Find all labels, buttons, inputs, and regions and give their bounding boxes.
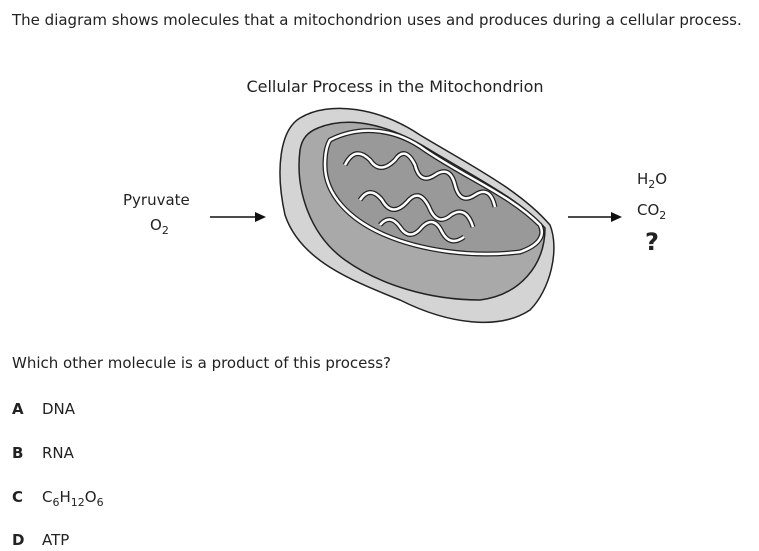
- c-subscript: 6: [52, 496, 60, 509]
- choice-text: RNA: [42, 444, 74, 462]
- co2-subscript: 2: [659, 209, 667, 222]
- o2-symbol: O: [150, 216, 162, 234]
- choice-letter: C: [12, 488, 24, 506]
- input-pyruvate: Pyruvate: [123, 191, 190, 209]
- co-symbol: CO: [637, 201, 660, 219]
- question-prompt: The diagram shows molecules that a mitoc…: [12, 11, 742, 29]
- o2-subscript: 2: [161, 224, 169, 237]
- choice-text: ATP: [42, 531, 70, 549]
- o-symbol: O: [84, 488, 97, 506]
- o-subscript: 6: [96, 496, 104, 509]
- input-o2: O2: [150, 216, 169, 237]
- question-text: Which other molecule is a product of thi…: [12, 354, 391, 372]
- output-arrow: [568, 212, 622, 222]
- choice-letter: A: [12, 400, 24, 418]
- diagram-title: Cellular Process in the Mitochondrion: [246, 77, 544, 96]
- unknown-product: ?: [645, 228, 659, 256]
- choice-a[interactable]: A DNA: [12, 400, 75, 418]
- output-co2: CO2: [637, 201, 667, 222]
- input-arrow: [210, 212, 266, 222]
- c-symbol: C: [42, 488, 53, 506]
- choice-text: DNA: [42, 400, 76, 418]
- choice-d[interactable]: D ATP: [12, 531, 69, 549]
- h-symbol: H: [637, 170, 649, 188]
- output-h2o: H2O: [637, 170, 668, 191]
- choice-letter: B: [12, 444, 24, 462]
- choice-letter: D: [12, 531, 25, 549]
- o-symbol: O: [655, 170, 668, 188]
- mitochondrion-illustration: [279, 107, 555, 324]
- h2o-subscript: 2: [648, 178, 656, 191]
- h-symbol: H: [59, 488, 71, 506]
- choice-b[interactable]: B RNA: [12, 444, 74, 462]
- choice-text: C6H12O6: [42, 488, 104, 509]
- h-subscript: 12: [70, 496, 85, 509]
